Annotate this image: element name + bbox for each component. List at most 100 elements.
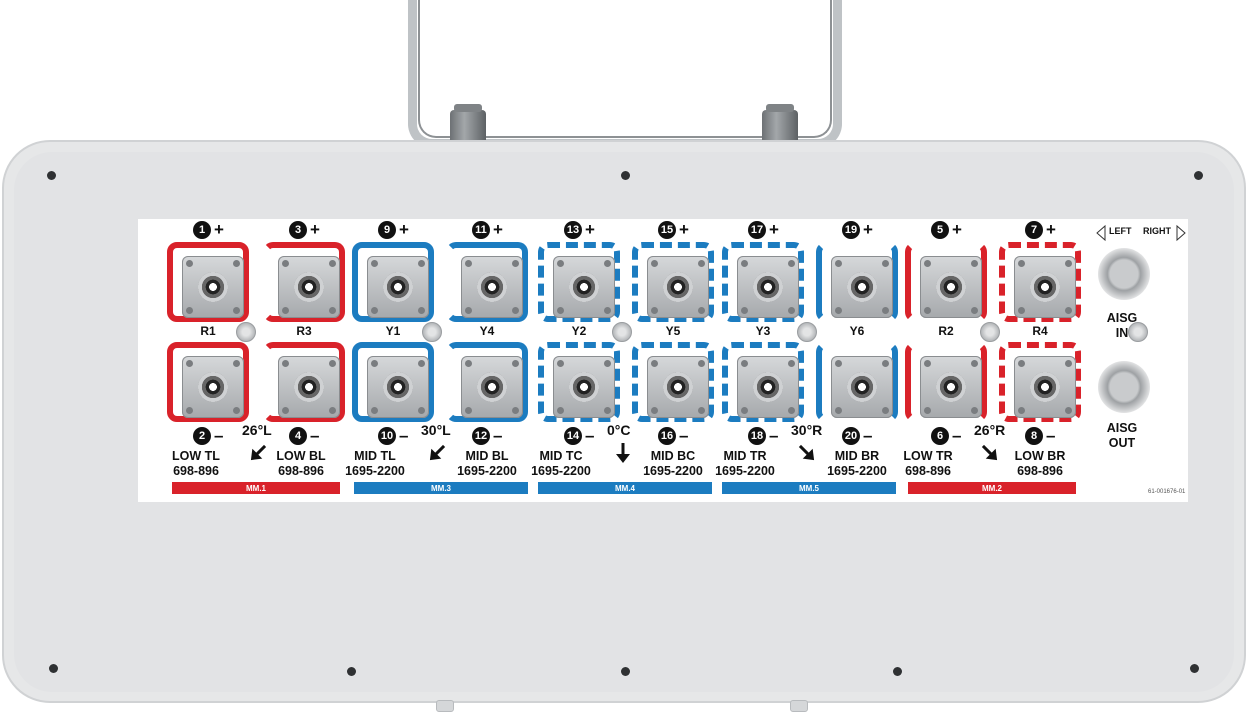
bolt-icon — [882, 307, 889, 314]
connector-socket-icon — [569, 272, 599, 302]
bolt-icon — [741, 260, 748, 267]
screw — [893, 667, 902, 676]
port-number-badge: 20 — [842, 427, 860, 445]
band-name: MID BL — [465, 449, 509, 463]
connector-body — [1014, 356, 1076, 418]
module-bar: MM.3 — [354, 482, 528, 494]
rf-port-r3[interactable] — [263, 242, 345, 322]
bolt-icon — [233, 307, 240, 314]
aisg-in-connector[interactable] — [1098, 248, 1150, 300]
bolt-icon — [971, 407, 978, 414]
bolt-icon — [418, 260, 425, 267]
connector-body — [831, 256, 893, 318]
connector-socket-icon — [753, 372, 783, 402]
port-polarity: – — [863, 426, 873, 445]
rf-port-y6[interactable] — [816, 242, 898, 322]
tilt-angle: 26°L — [242, 422, 272, 438]
port-number-bottom: 10– — [378, 426, 408, 446]
rf-port-r2[interactable] — [905, 242, 987, 322]
module-bar: MM.4 — [538, 482, 712, 494]
rf-port-bottom-2[interactable] — [352, 342, 434, 422]
rf-port-bottom-6[interactable] — [722, 342, 804, 422]
bolt-icon — [465, 407, 472, 414]
connector-socket-icon — [753, 272, 783, 302]
bolt-icon — [233, 407, 240, 414]
port-number-top: 5+ — [931, 220, 962, 240]
port-polarity: + — [585, 220, 595, 239]
rf-port-r1[interactable] — [167, 242, 249, 322]
port-number-badge: 8 — [1025, 427, 1043, 445]
bolt-icon — [924, 360, 931, 367]
bolt-icon — [882, 407, 889, 414]
module-bar: MM.2 — [908, 482, 1076, 494]
rf-port-bottom-8[interactable] — [905, 342, 987, 422]
bolt-icon — [233, 360, 240, 367]
tilt-angle: 30°R — [791, 422, 823, 438]
bolt-icon — [835, 360, 842, 367]
bolt-icon — [329, 360, 336, 367]
connector-socket-icon — [383, 272, 413, 302]
rf-port-bottom-3[interactable] — [446, 342, 528, 422]
port-number-badge: 11 — [472, 221, 490, 239]
tilt-arrow-icon — [798, 442, 816, 469]
connector-body — [737, 256, 799, 318]
port-polarity: + — [493, 220, 503, 239]
alignment-knob — [612, 322, 632, 342]
rf-port-y1[interactable] — [352, 242, 434, 322]
port-number-bottom: 12– — [472, 426, 502, 446]
aisg-port-cap — [1128, 322, 1148, 342]
band-range: 1695-2200 — [827, 464, 887, 478]
bolt-icon — [512, 260, 519, 267]
port-polarity: – — [493, 426, 503, 445]
rf-port-bottom-4[interactable] — [538, 342, 620, 422]
bolt-icon — [282, 307, 289, 314]
aisg-out-connector[interactable] — [1098, 361, 1150, 413]
rf-port-bottom-1[interactable] — [263, 342, 345, 422]
bolt-icon — [282, 260, 289, 267]
rf-port-bottom-7[interactable] — [816, 342, 898, 422]
bolt-icon — [651, 260, 658, 267]
rf-port-r4[interactable] — [999, 242, 1081, 322]
connector-body — [920, 256, 982, 318]
bolt-icon — [604, 360, 611, 367]
tilt-angle: 30°L — [421, 422, 451, 438]
bolt-icon — [698, 260, 705, 267]
connector-body — [182, 356, 244, 418]
bolt-icon — [971, 260, 978, 267]
rf-port-y4[interactable] — [446, 242, 528, 322]
bolt-icon — [233, 260, 240, 267]
port-number-badge: 12 — [472, 427, 490, 445]
port-label: R2 — [938, 324, 954, 338]
port-polarity: – — [585, 426, 595, 445]
connector-body — [1014, 256, 1076, 318]
screw — [47, 171, 56, 180]
connector-socket-icon — [294, 272, 324, 302]
bolt-icon — [788, 407, 795, 414]
bolt-icon — [465, 360, 472, 367]
connector-socket-icon — [936, 272, 966, 302]
rf-port-bottom-0[interactable] — [167, 342, 249, 422]
port-polarity: – — [399, 426, 409, 445]
port-polarity: – — [952, 426, 962, 445]
port-number-badge: 15 — [658, 221, 676, 239]
connector-socket-icon — [477, 272, 507, 302]
port-number-top: 15+ — [658, 220, 689, 240]
bolt-icon — [512, 407, 519, 414]
port-number-bottom: 8– — [1025, 426, 1055, 446]
rf-port-bottom-9[interactable] — [999, 342, 1081, 422]
bolt-icon — [371, 260, 378, 267]
band-name: MID BC — [650, 449, 696, 463]
rf-port-bottom-5[interactable] — [632, 342, 714, 422]
rf-port-y5[interactable] — [632, 242, 714, 322]
bolt-icon — [971, 307, 978, 314]
rf-port-y2[interactable] — [538, 242, 620, 322]
bolt-icon — [418, 360, 425, 367]
band-range: 1695-2200 — [643, 464, 703, 478]
band-range: 1695-2200 — [345, 464, 405, 478]
connector-socket-icon — [936, 372, 966, 402]
port-polarity: + — [310, 220, 320, 239]
rf-port-y3[interactable] — [722, 242, 804, 322]
connector-body — [278, 256, 340, 318]
